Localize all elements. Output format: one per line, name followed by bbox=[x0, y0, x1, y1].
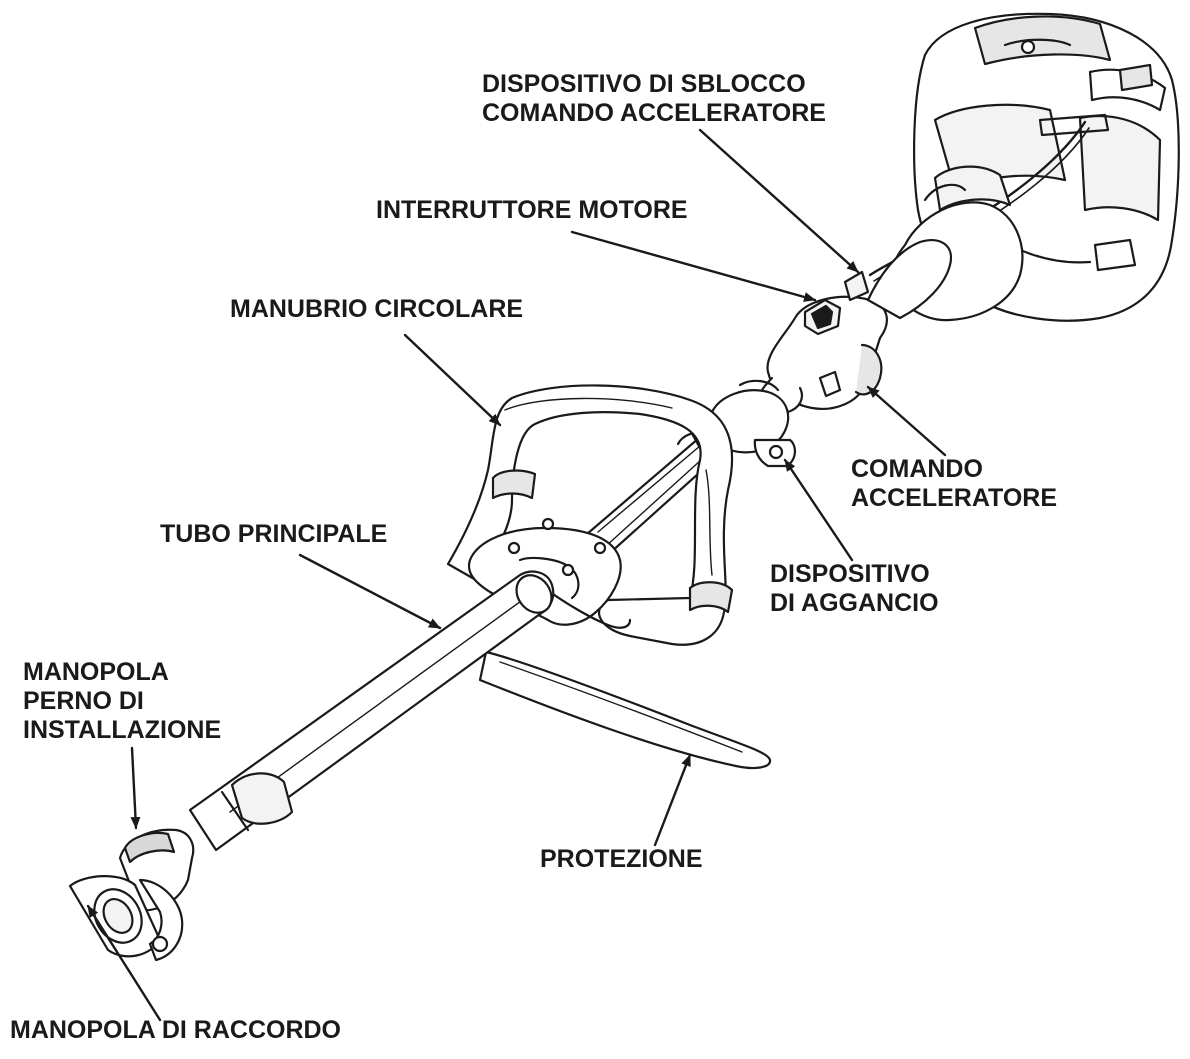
leader-protezione bbox=[653, 753, 692, 847]
protection-guard bbox=[478, 650, 772, 770]
label-line: TUBO PRINCIPALE bbox=[160, 520, 388, 548]
label-line: COMANDO ACCELERATORE bbox=[482, 99, 826, 127]
label-protection: PROTEZIONE bbox=[540, 845, 703, 874]
label-hook-device: DISPOSITIVO DI AGGANCIO bbox=[770, 560, 939, 618]
label-loop-handle: MANUBRIO CIRCOLARE bbox=[230, 295, 523, 324]
leader-manubrio bbox=[403, 333, 502, 427]
label-installation-pin-knob: MANOPOLA PERNO DI INSTALLAZIONE bbox=[23, 658, 221, 745]
label-line: MANUBRIO CIRCOLARE bbox=[230, 295, 524, 323]
leader-perno bbox=[130, 746, 141, 830]
label-engine-switch: INTERRUTTORE MOTORE bbox=[376, 196, 688, 225]
label-line: DISPOSITIVO DI SBLOCCO bbox=[482, 70, 806, 98]
leader-aggancio bbox=[783, 458, 854, 562]
label-throttle-unlock-device: DISPOSITIVO DI SBLOCCO COMANDO ACCELERAT… bbox=[482, 70, 826, 128]
label-line: PROTEZIONE bbox=[540, 845, 703, 873]
label-line: INTERRUTTORE MOTORE bbox=[376, 196, 688, 224]
coupling-assembly bbox=[68, 828, 195, 962]
label-coupling-knob: MANOPOLA DI RACCORDO bbox=[10, 1016, 341, 1045]
leader-raccordo bbox=[86, 904, 162, 1022]
label-throttle-control: COMANDO ACCELERATORE bbox=[851, 455, 1057, 513]
loop-handle bbox=[446, 384, 734, 646]
leader-sblocco bbox=[698, 128, 860, 274]
leader-tubo bbox=[298, 553, 442, 630]
label-line: ACCELERATORE bbox=[851, 484, 1058, 512]
label-line: COMANDO bbox=[851, 455, 983, 483]
label-line: DISPOSITIVO bbox=[770, 560, 930, 588]
main-tube bbox=[188, 570, 555, 852]
label-line: MANOPOLA DI RACCORDO bbox=[10, 1016, 342, 1044]
label-line: MANOPOLA bbox=[23, 658, 169, 686]
label-main-tube: TUBO PRINCIPALE bbox=[160, 520, 387, 549]
label-line: DI AGGANCIO bbox=[770, 589, 939, 617]
label-line: PERNO DI bbox=[23, 687, 144, 715]
label-line: INSTALLAZIONE bbox=[23, 716, 222, 744]
leader-comando bbox=[866, 385, 947, 457]
leader-interruttore bbox=[570, 230, 817, 302]
